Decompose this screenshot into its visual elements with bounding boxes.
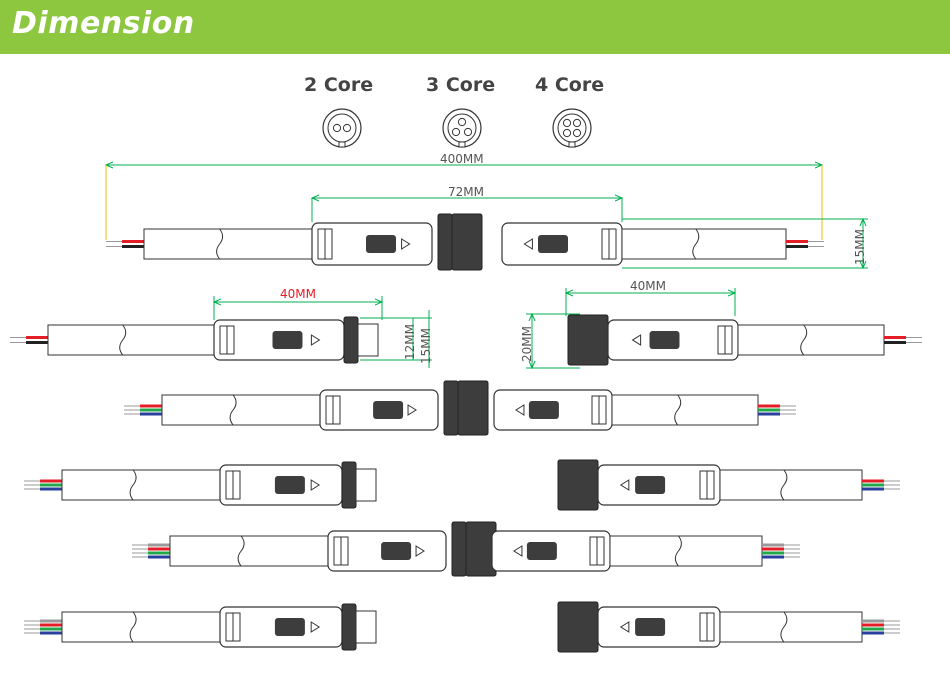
dim-label-female: 40MM <box>630 279 666 293</box>
male-connector-3core <box>24 461 377 509</box>
male-connector-2core <box>10 316 379 364</box>
core-label-3: 3 Core <box>426 74 496 96</box>
female-connector-3core <box>557 459 900 511</box>
core-label-4: 4 Core <box>535 74 605 96</box>
dim-label-female-height: 20MM <box>520 326 534 362</box>
female-connector-2core <box>567 314 922 366</box>
page-title: Dimension <box>12 6 195 41</box>
male-connector-4core <box>24 603 377 651</box>
dim-label-height: 15MM <box>853 229 867 265</box>
pin-face-2-core <box>322 108 362 148</box>
pin-face-4-core <box>552 108 592 148</box>
connector-pair-4core <box>132 521 800 577</box>
core-label-2: 2 Core <box>304 74 374 96</box>
dim-label-total: 400MM <box>440 152 484 166</box>
dim-label-male-nut-b: 15MM <box>419 328 433 364</box>
dim-label-male: 40MM <box>280 287 316 301</box>
dim-label-male-nut-a: 12MM <box>403 324 417 360</box>
connector-pair-2core <box>106 213 824 271</box>
female-connector-4core <box>557 601 900 653</box>
connector-pair-3core <box>124 380 796 436</box>
pin-face-3-core <box>442 108 482 148</box>
header-bar: Dimension <box>0 0 950 54</box>
dim-label-pair: 72MM <box>448 185 484 199</box>
